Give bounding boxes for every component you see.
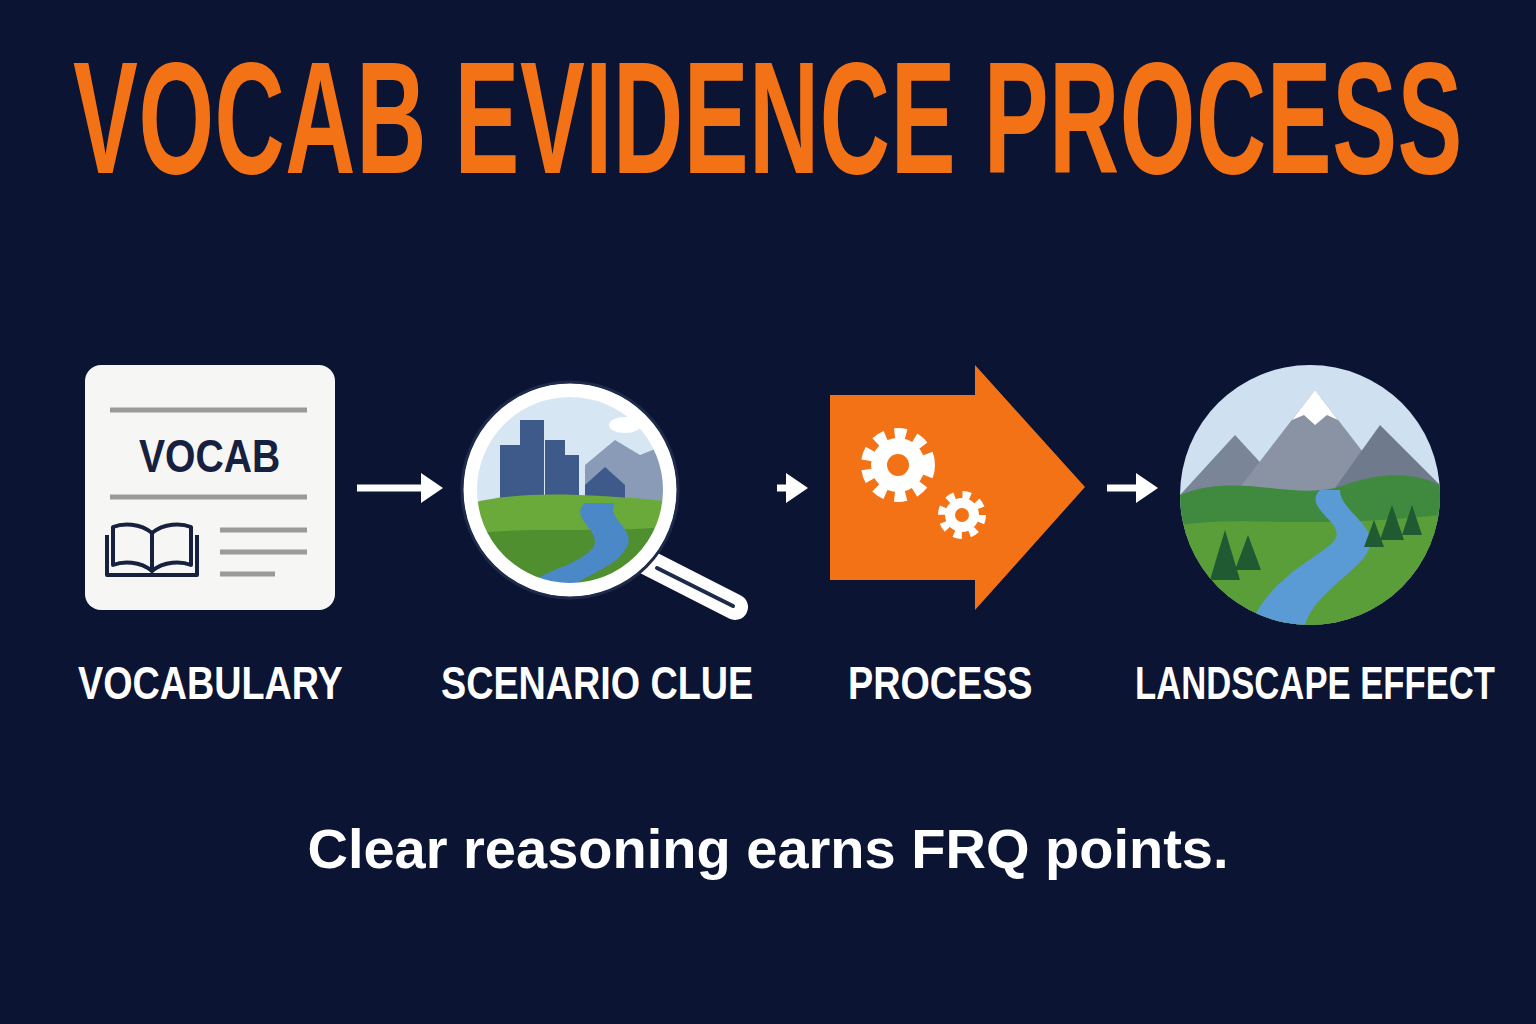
- node-label: PROCESS: [848, 660, 1032, 706]
- card-word: VOCAB: [139, 433, 280, 479]
- arrow-line: [1107, 485, 1140, 492]
- node-label: SCENARIO CLUE: [441, 660, 753, 706]
- caption: Clear reasoning earns FRQ points.: [307, 818, 1228, 880]
- node-icon: [830, 365, 1085, 610]
- arrow-head: [786, 473, 808, 503]
- magnifier-icon: SCENARIO CLUE: [465, 385, 755, 625]
- process-arrow: PROCESS: [830, 365, 1085, 610]
- node-icon: [85, 365, 335, 610]
- node-icon: [465, 385, 755, 625]
- arrow-head: [421, 473, 443, 503]
- node-label: VOCABULARY: [78, 660, 343, 706]
- arrow-head: [1136, 473, 1158, 503]
- vocab-card: VOCABVOCABULARY: [85, 365, 335, 610]
- flow-arrow: [777, 473, 808, 503]
- flow-arrow: [357, 473, 443, 503]
- node-icon: [1180, 365, 1440, 625]
- landscape-circle: LANDSCAPE EFFECT: [1180, 365, 1440, 625]
- arrow-line: [357, 485, 425, 492]
- flow-arrow: [1107, 473, 1158, 503]
- node-label: LANDSCAPE EFFECT: [1135, 660, 1495, 706]
- title: VOCAB EVIDENCE PROCESS: [73, 38, 1463, 198]
